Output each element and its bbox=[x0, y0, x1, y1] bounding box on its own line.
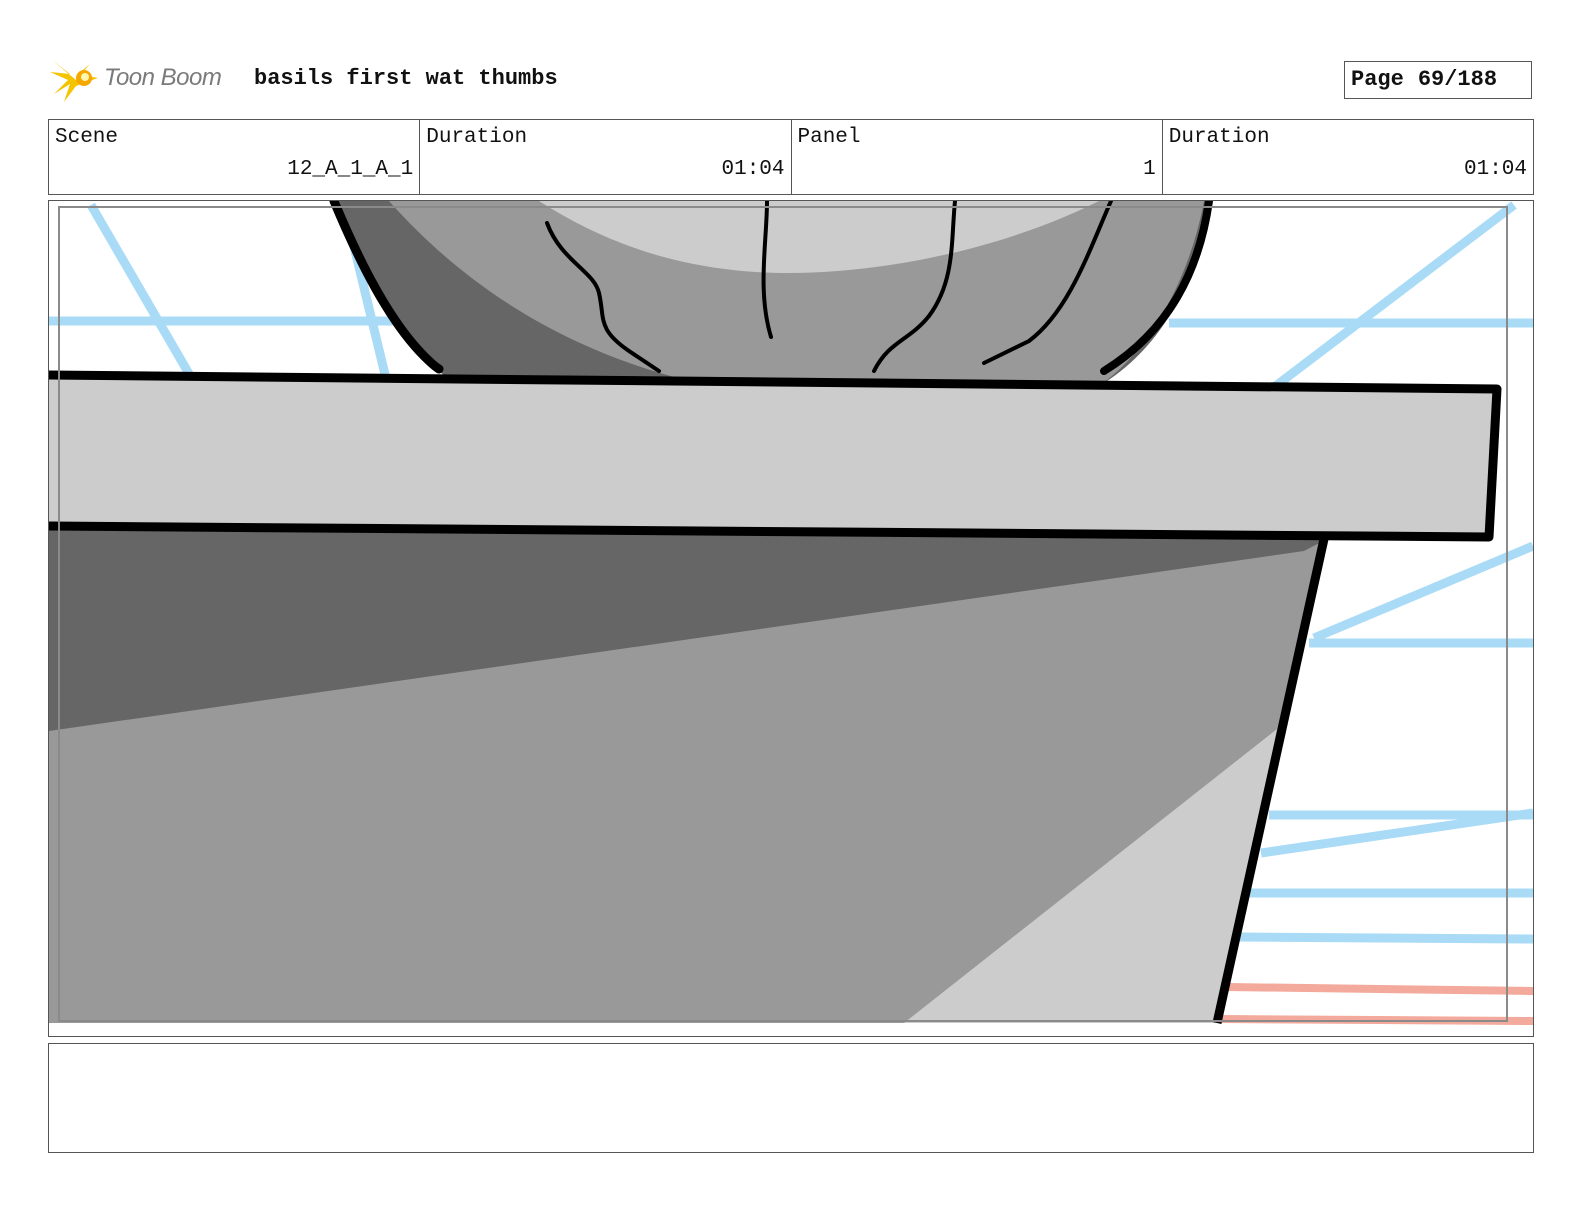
toon-boom-logo: Toon Boom bbox=[50, 54, 240, 106]
panel-label: Panel bbox=[797, 126, 861, 149]
panel-notes-box[interactable] bbox=[48, 1043, 1534, 1153]
safe-area-frame bbox=[58, 206, 1508, 1022]
scene-duration-cell: Duration 01:04 bbox=[419, 120, 790, 194]
panel-cell: Panel 1 bbox=[790, 120, 1162, 194]
page-indicator: Page 69/188 bbox=[1344, 61, 1532, 99]
panel-duration-label: Duration bbox=[1168, 126, 1270, 149]
scene-label: Scene bbox=[55, 126, 119, 149]
table-leg-edge bbox=[1212, 538, 1329, 1024]
scene-cell: Scene 12_A_1_A_1 bbox=[49, 120, 419, 194]
table-top-board bbox=[49, 370, 1502, 542]
panel-value: 1 bbox=[1143, 158, 1156, 181]
bowl-outline bbox=[329, 201, 1213, 375]
scene-value: 12_A_1_A_1 bbox=[287, 158, 414, 181]
document-title: basils first wat thumbs bbox=[254, 66, 558, 91]
bowl-shape bbox=[339, 201, 1209, 386]
panel-duration-cell: Duration 01:04 bbox=[1161, 120, 1533, 194]
panel-duration-value: 01:04 bbox=[1463, 158, 1527, 181]
scene-info-row: Scene 12_A_1_A_1 Duration 01:04 Panel 1 … bbox=[48, 119, 1534, 195]
starburst-icon bbox=[50, 60, 98, 102]
scene-duration-label: Duration bbox=[426, 126, 528, 149]
panel-drawing bbox=[49, 201, 1533, 1036]
storyboard-panel bbox=[48, 200, 1534, 1037]
scene-duration-value: 01:04 bbox=[721, 158, 785, 181]
page-label: Page bbox=[1351, 67, 1404, 92]
table-base bbox=[49, 526, 1329, 1024]
page-number: 69/188 bbox=[1417, 67, 1498, 92]
logo-text: Toon Boom bbox=[104, 64, 222, 91]
blue-guide-lines bbox=[49, 201, 1533, 944]
